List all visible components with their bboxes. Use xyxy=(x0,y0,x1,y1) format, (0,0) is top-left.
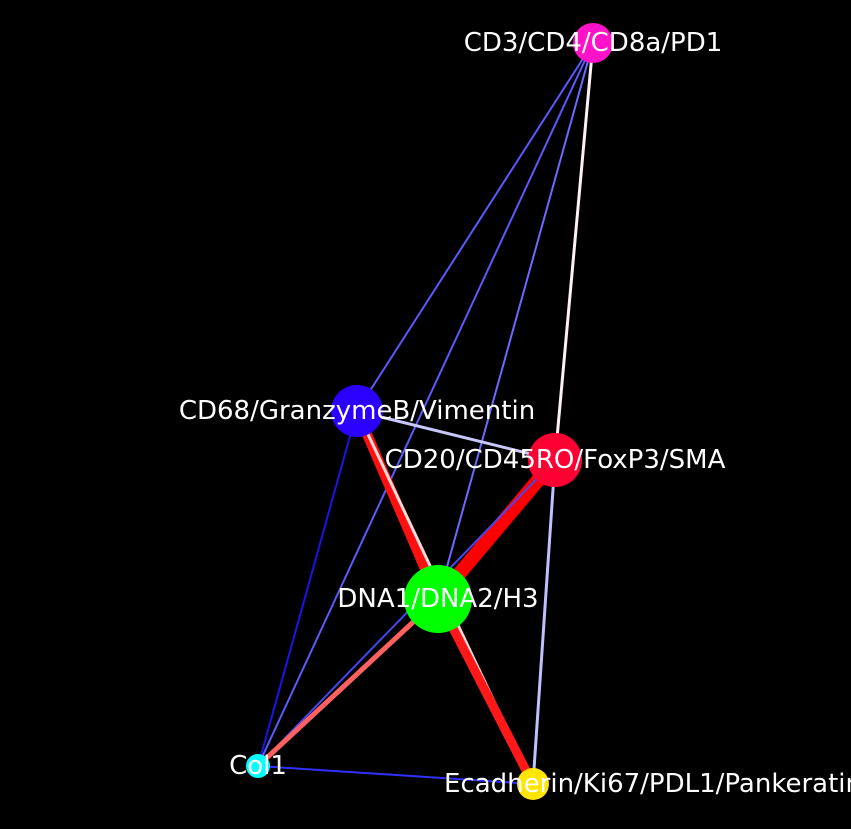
node-label-cd68: CD68/GranzymeB/Vimentin xyxy=(179,396,535,426)
node-ecad[interactable] xyxy=(517,768,549,800)
edge-cd68-col1 xyxy=(257,410,358,767)
label-layer: CD3/CD4/CD8a/PD1CD68/GranzymeB/VimentinC… xyxy=(179,28,851,799)
node-label-cd20: CD20/CD45RO/FoxP3/SMA xyxy=(385,445,726,475)
edge-cd20-ecad xyxy=(531,458,557,786)
edge-cd20-col1 xyxy=(257,459,556,767)
edge-cd68-cd20 xyxy=(355,409,557,462)
node-layer xyxy=(246,23,613,800)
node-label-ecad: Ecadherin/Ki67/PDL1/Pankeratin xyxy=(444,769,851,799)
edge-col1-ecad xyxy=(257,765,534,785)
edge-dna-col1 xyxy=(255,596,441,769)
node-label-cd3: CD3/CD4/CD8a/PD1 xyxy=(464,28,723,58)
node-cd20[interactable] xyxy=(528,433,582,487)
node-cd3[interactable] xyxy=(573,23,613,63)
edge-cd3-cd20 xyxy=(553,41,595,462)
node-dna[interactable] xyxy=(404,565,472,633)
edge-cd3-col1 xyxy=(257,42,594,767)
edge-layer xyxy=(255,41,595,789)
node-cd68[interactable] xyxy=(331,385,383,437)
node-col1[interactable] xyxy=(246,754,270,778)
edge-cd3-cd68 xyxy=(356,42,594,412)
edge-cd3-dna xyxy=(437,42,594,600)
edge-dna-ecad xyxy=(433,594,538,789)
node-label-dna: DNA1/DNA2/H3 xyxy=(337,584,538,614)
node-label-col1: Col1 xyxy=(229,751,287,781)
